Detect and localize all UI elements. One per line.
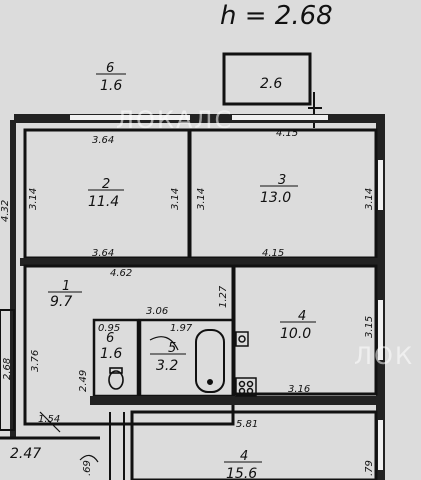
dim-left-wall: 4.32 [0,200,11,222]
dim-wc-width: 0.95 [98,323,120,334]
bathtub-icon [195,329,225,393]
room4-area: 10.0 [280,326,311,342]
balcony-area: 1.6 [100,78,122,94]
dim-room4-bottom: 3.16 [288,384,310,395]
bottom-room-number: 4 [240,449,248,464]
bottom-room-area: 15.6 [226,466,257,480]
dim-room3-top: 4.15 [276,128,298,139]
dim-hall-height: 1.27 [218,285,229,308]
loggia-area: 2.6 [260,76,282,92]
walls [0,114,385,480]
room2-number: 2 [102,177,110,192]
dim-room2-left: 3.14 [28,188,39,210]
dim-room2-right: 3.14 [170,188,181,210]
room6-number: 6 [106,331,114,346]
dim-room2-bottom: 3.64 [92,248,114,259]
dim-room1-left: 3.76 [30,350,41,372]
dim-left-bottom: 2.47 [10,446,41,462]
room3-number: 3 [278,173,286,188]
stove-icon [235,377,257,397]
dim-wc-height: 2.49 [78,370,89,392]
dim-room2-top: 3.64 [92,135,114,146]
room1-number: 1 [62,279,70,294]
room2-area: 11.4 [88,194,119,210]
dim-room4-right: 3.15 [364,316,375,338]
watermark-text: ЛОКАЛС [116,106,233,134]
dim-room3-bottom: 4.15 [262,248,284,259]
room4-number: 4 [298,309,306,324]
dim-corridor-width: 1.54 [38,414,60,425]
toilet-icon [108,367,124,390]
dim-room3-left: 3.14 [196,188,207,210]
room5-number: 5 [168,341,176,356]
sink-icon [235,331,249,347]
dim-bottom-room-top: 5.81 [236,419,258,430]
dim-bath-width: 1.97 [170,323,193,334]
dim-room1-top: 4.62 [110,268,132,279]
dim-left-lower: 2.68 [2,358,13,380]
room3-area: 13.0 [260,190,291,206]
dim-room3-right: 3.14 [364,188,375,210]
dim-bottom-left-a: .69 [82,460,93,476]
dim-bottom-right: .79 [364,460,375,476]
room6-area: 1.6 [100,346,122,362]
balcony-number: 6 [106,61,114,76]
ceiling-height-label: h = 2.68 [220,1,333,31]
dim-bath-top: 3.06 [146,306,168,317]
watermark-text-partial: ЛОК [354,342,414,370]
door-swing-icon [39,336,179,463]
room1-area: 9.7 [50,294,72,310]
room5-area: 3.2 [156,358,178,374]
